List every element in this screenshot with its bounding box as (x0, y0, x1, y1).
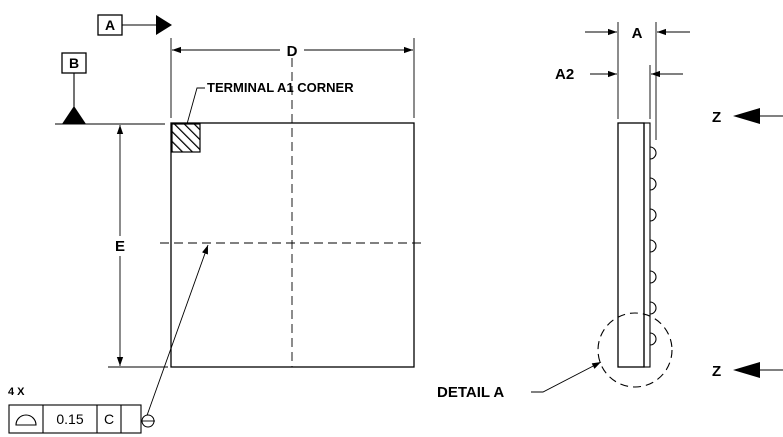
datum-a-triangle (156, 15, 172, 35)
package-side-body (617, 122, 645, 368)
datum-a-label: A (105, 17, 115, 33)
dim-d-label: D (287, 43, 298, 60)
view-z-top-label: Z (712, 109, 721, 126)
fcf-datum: C (104, 411, 114, 427)
detail-a-label: DETAIL A (437, 384, 504, 401)
fcf-leader-origin-icon (141, 414, 155, 428)
detail-a-leader (531, 361, 602, 393)
view-z-bottom-arrowhead (733, 362, 760, 378)
terminal-a1-marker (171, 123, 201, 153)
view-z-top-arrowhead (733, 108, 760, 124)
datum-b-label: B (69, 55, 79, 71)
dim-a-label: A (632, 25, 643, 42)
solder-balls (649, 146, 657, 346)
terminal-label: TERMINAL A1 CORNER (207, 80, 354, 95)
profile-of-surface-icon (15, 414, 37, 426)
feature-control-frame (8, 404, 142, 434)
dim-e-label: E (115, 238, 125, 255)
fcf-leader (144, 244, 209, 422)
terminal-leader (186, 87, 205, 125)
package-side-substrate (643, 122, 651, 368)
detail-a-circle (597, 312, 673, 388)
dim-a2-label: A2 (555, 66, 574, 83)
fcf-count: 4 X (8, 386, 25, 398)
datum-b-triangle (62, 106, 86, 124)
package-top-view (170, 122, 415, 368)
view-z-bottom-label: Z (712, 363, 721, 380)
fcf-tolerance: 0.15 (56, 411, 83, 427)
